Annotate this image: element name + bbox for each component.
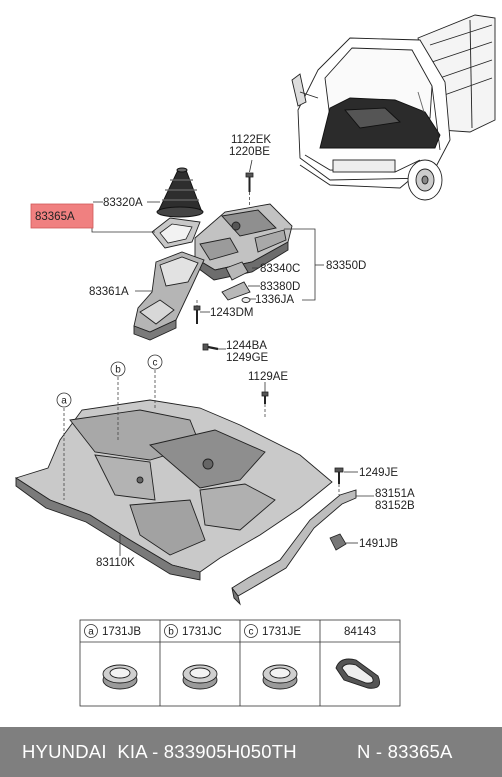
label-1249JE: 1249JE	[359, 467, 398, 479]
label-83320A: 83320A	[103, 197, 143, 209]
brackets-83340C-83380D	[221, 261, 251, 303]
legend-part-84143: 84143	[344, 626, 376, 638]
label-83110K: 83110K	[96, 557, 135, 569]
footer-item-code: N - 83365A	[357, 741, 453, 762]
label-83350D: 83350D	[326, 260, 366, 272]
label-83152B: 83152B	[375, 500, 415, 512]
grommet-1731JC	[182, 664, 218, 690]
label-1129AE: 1129AE	[248, 371, 288, 383]
label-1243DM: 1243DM	[210, 307, 253, 319]
side-trim-83151A	[231, 489, 357, 606]
parts-diagram: 1122EK 1220BE 83320A 83365A 83340C 83350…	[14, 14, 496, 707]
label-1122EK: 1122EK	[231, 134, 271, 146]
grommet-1731JB	[102, 664, 138, 690]
footer-bar: HYUNDAI KIA - 833905H050TH N - 83365A	[0, 727, 502, 777]
label-1244BA: 1244BA	[226, 340, 267, 352]
legend-marker-a: a	[88, 627, 94, 638]
marker-b: b	[115, 365, 121, 376]
label-83380D: 83380D	[260, 281, 300, 293]
boot-plate-83365A	[151, 217, 201, 249]
label-1220BE: 1220BE	[229, 146, 270, 158]
console-83350D	[194, 203, 293, 281]
label-83361A: 83361A	[89, 286, 129, 298]
label-83340C: 83340C	[260, 263, 300, 275]
lower-cover-83361A	[133, 251, 205, 341]
grommet-1731JE	[262, 664, 298, 690]
dashed-guides	[63, 192, 340, 500]
floor-carpet-83110K	[14, 399, 333, 581]
legend-marker-b: b	[168, 627, 174, 638]
label-83151A: 83151A	[375, 488, 415, 500]
label-1491JB: 1491JB	[359, 538, 398, 550]
label-1336JA: 1336JA	[255, 294, 294, 306]
legend-table: a 1731JB b 1731JC c 1731JE 84143	[79, 619, 401, 707]
legend-marker-c: c	[249, 627, 254, 638]
gear-boot-83320A	[156, 167, 204, 218]
callout-labels: 1122EK 1220BE 83320A 83365A 83340C 83350…	[35, 134, 415, 569]
legend-part-1731JE: 1731JE	[262, 626, 301, 638]
legend-part-1731JB: 1731JB	[102, 626, 141, 638]
legend-part-1731JC: 1731JC	[182, 626, 222, 638]
seal-84143	[335, 658, 381, 689]
highlight-box-83365A	[30, 203, 94, 229]
circle-markers: a b c	[56, 354, 163, 408]
label-83365A: 83365A	[35, 211, 75, 223]
truck-illustration	[291, 14, 496, 201]
footer-part-number: HYUNDAI KIA - 833905H050TH	[22, 741, 297, 762]
marker-a: a	[61, 396, 67, 407]
label-1249GE: 1249GE	[226, 352, 269, 364]
fasteners	[193, 172, 347, 551]
marker-c: c	[153, 358, 158, 369]
